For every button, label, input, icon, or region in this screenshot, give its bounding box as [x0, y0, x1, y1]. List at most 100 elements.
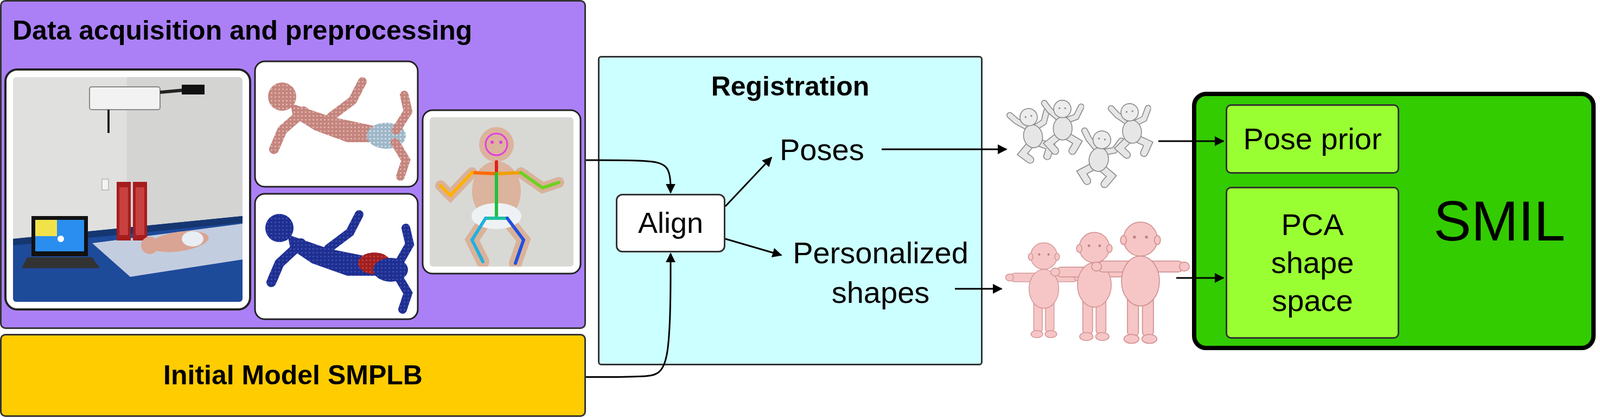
point-cloud-blue	[265, 213, 294, 242]
flow-arrows	[1176, 277, 1224, 279]
point-cloud-pink	[330, 81, 363, 117]
process-box: Align	[615, 193, 726, 253]
setup-photo	[116, 181, 131, 241]
keypoint-photo	[471, 202, 522, 229]
keypoint-photo	[472, 172, 497, 174]
setup-photo	[13, 77, 243, 302]
point-cloud-pink	[255, 61, 418, 187]
setup-photo	[21, 257, 100, 269]
stage-label: Personalized shapes	[777, 233, 984, 313]
keypoint-photo	[520, 172, 559, 188]
flow-arrows	[725, 238, 782, 256]
setup-photo	[141, 236, 159, 254]
point-cloud-blue	[373, 257, 409, 282]
keypoint-photo	[472, 161, 521, 221]
setup-photo	[89, 86, 161, 110]
keypoint-photo	[422, 110, 581, 274]
keypoint-photo	[422, 110, 581, 274]
point-cloud-pink	[290, 103, 380, 143]
keypoint-photo	[496, 172, 521, 174]
keypoint-photo	[472, 218, 486, 262]
setup-photo	[181, 231, 204, 247]
setup-photo	[13, 77, 243, 302]
point-cloud-blue	[397, 275, 409, 310]
point-cloud-pink	[394, 142, 406, 177]
shape-meshes	[1005, 242, 1083, 338]
flow-arrows	[1158, 140, 1224, 143]
point-cloud-blue	[358, 252, 391, 274]
keypoint-photo	[429, 117, 574, 267]
node-title: Initial Model SMPLB	[163, 358, 423, 393]
setup-photo	[13, 77, 127, 302]
setup-photo	[92, 223, 243, 277]
panel: RegistrationAlign	[597, 55, 983, 366]
flow-arrows	[725, 157, 772, 207]
node-title: Registration	[711, 69, 870, 104]
point-cloud-pink	[396, 94, 409, 131]
setup-photo	[57, 235, 65, 242]
setup-photo	[31, 215, 88, 257]
setup-photo	[107, 109, 110, 133]
point-cloud-pink	[366, 122, 406, 149]
keypoint-photo	[440, 161, 559, 264]
component-box: PCA shape space	[1225, 186, 1400, 339]
panel: Data acquisition and preprocessing	[0, 0, 586, 329]
setup-photo	[160, 89, 190, 93]
keypoint-photo	[499, 140, 503, 144]
node-title: Pose prior	[1242, 119, 1382, 158]
keypoint-photo	[440, 172, 473, 196]
keypoint-photo	[520, 172, 559, 188]
keypoint-photo	[490, 140, 494, 144]
point-cloud-blue	[255, 193, 418, 320]
keypoint-photo	[485, 216, 508, 220]
pose-meshes	[1009, 100, 1153, 186]
setup-photo	[5, 69, 251, 310]
keypoint-photo	[472, 219, 486, 262]
keypoint-photo	[429, 117, 574, 267]
component-box: Pose prior	[1225, 104, 1400, 174]
keypoint-photo	[494, 161, 499, 174]
flow-arrows	[881, 148, 1007, 151]
setup-photo	[148, 227, 210, 256]
stage-label: Poses	[779, 130, 889, 170]
keypoint-photo	[507, 219, 524, 264]
point-cloud-pink	[273, 111, 304, 150]
shape-meshes	[1091, 221, 1190, 343]
keypoint-photo	[440, 172, 473, 196]
setup-photo	[119, 187, 129, 235]
point-cloud-blue	[287, 234, 380, 276]
setup-photo	[5, 69, 251, 310]
keypoint-photo	[485, 133, 508, 156]
point-cloud-pink	[268, 82, 297, 111]
node-title: SMIL	[1433, 185, 1566, 257]
model-box: SMIL Pose priorPCA shape space	[1191, 91, 1596, 350]
keypoint-photo	[479, 126, 514, 162]
node-title: Align	[638, 204, 704, 242]
point-cloud-blue	[328, 214, 360, 249]
point-cloud-pink	[255, 61, 418, 187]
connector-arrow	[585, 160, 671, 193]
setup-photo	[181, 84, 205, 95]
pose-meshes	[1009, 104, 1056, 162]
flow-arrows	[725, 141, 1224, 289]
panel: Initial Model SMPLB	[0, 333, 586, 417]
point-cloud-blue	[255, 193, 418, 320]
shape-meshes	[1050, 232, 1139, 341]
pose-meshes	[1044, 100, 1082, 151]
node-title: Data acquisition and preprocessing	[12, 13, 473, 48]
setup-photo	[13, 215, 243, 302]
point-cloud-blue	[398, 227, 410, 264]
shape-meshes	[1005, 221, 1190, 343]
point-cloud-blue	[271, 243, 302, 283]
pose-meshes	[1110, 101, 1153, 156]
keypoint-photo	[494, 173, 499, 219]
setup-photo	[135, 187, 145, 235]
pose-meshes	[1075, 127, 1123, 186]
setup-photo	[13, 215, 243, 246]
setup-photo	[132, 181, 148, 241]
flow-arrows	[954, 288, 1002, 290]
